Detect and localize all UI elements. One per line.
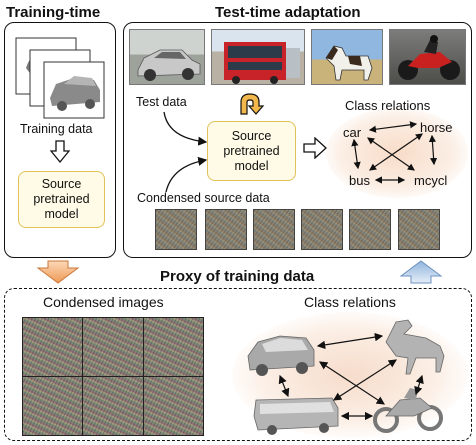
condensed-image-1 [23,318,83,376]
class-relations-top-label: Class relations [345,98,431,113]
class-relations-graph-bottom [247,319,445,435]
condensed-image-4 [23,377,83,435]
adapt-arrow-icon [240,93,265,115]
condensed-image-3 [143,318,203,376]
class-relations-graph-top [351,121,438,184]
condensed-thumb-5 [349,209,391,250]
source-pretrained-model-left: Source pretrained model [18,171,105,228]
test-time-adaptation-title: Test-time adaptation [215,4,361,21]
car-3d-icon [247,335,315,376]
source-pretrained-model-center: Source pretrained model [207,121,296,181]
class-car: car [343,125,362,140]
class-horse: horse [420,120,453,135]
orange-down-arrow-icon [36,260,80,284]
input-arrows [163,111,208,193]
up-arrow-icon [399,260,443,284]
condensed-thumb-3 [253,209,295,250]
condensed-image-2 [83,318,143,376]
right-arrow-icon [303,137,327,159]
class-bus: bus [349,173,370,188]
condensed-image-6 [143,377,203,435]
condensed-images-label: Condensed images [43,294,164,310]
test-data-label: Test data [136,95,187,109]
down-arrow-icon [50,140,70,164]
horse-3d-icon [385,319,445,375]
condensed-thumb-2 [205,209,247,250]
condensed-thumb-4 [301,209,343,250]
condensed-thumb-1 [155,209,197,250]
condensed-source-data-label: Condensed source data [137,191,270,205]
test-image-motorcycle [389,29,466,85]
bus-3d-icon [253,397,339,435]
condensed-image-5 [83,377,143,435]
test-image-horse [311,29,383,85]
class-mcycl: mcycl [414,173,448,188]
test-image-bus [211,29,305,85]
condensed-images-grid [22,317,204,436]
condensed-thumb-6 [398,209,440,250]
training-data-label: Training data [20,122,93,136]
class-relations-bottom-label: Class relations [304,294,396,310]
training-images-stack [15,37,105,119]
proxy-title: Proxy of training data [160,268,315,285]
training-time-title: Training-time [6,4,101,21]
motorcycle-3d-icon [373,388,443,433]
test-image-car [129,29,205,85]
